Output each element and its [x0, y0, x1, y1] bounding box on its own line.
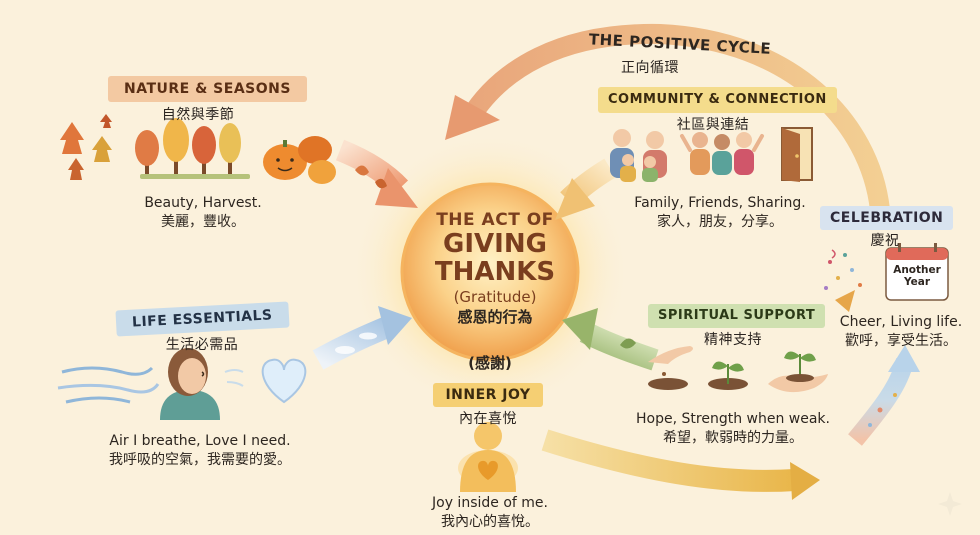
life-banner: LIFE ESSENTIALS 生活必需品 — [112, 301, 292, 354]
celebration-caption-zh: 歡呼，享受生活。 — [845, 333, 957, 349]
positive-cycle-zh: 正向循環 — [621, 60, 679, 76]
sun-circle — [400, 182, 580, 362]
community-arrowhead — [555, 178, 595, 220]
positive-cycle-banner: THE POSITIVE CYCLE 正向循環 — [570, 30, 790, 77]
center-line3: THANKS — [434, 257, 556, 287]
joy-arrow — [541, 429, 796, 492]
joy-caption: Joy inside of me. 我內心的喜悅。 — [410, 494, 570, 532]
trees-icon — [135, 118, 250, 179]
center-line1: THE ACT OF — [436, 210, 554, 230]
positive-cycle-arrow — [460, 23, 890, 220]
positive-cycle-arrowhead — [445, 95, 500, 140]
glowing-figure-icon — [458, 422, 518, 492]
life-caption-en: Air I breathe, Love I need. — [109, 433, 291, 449]
community-banner: COMMUNITY & CONNECTION 社區與連結 — [598, 87, 837, 134]
life-caption-zh: 我呼吸的空氣，我需要的愛。 — [109, 452, 291, 468]
center-line2: GIVING — [443, 229, 547, 259]
community-caption-en: Family, Friends, Sharing. — [634, 195, 806, 211]
sprouts-icon — [708, 351, 816, 390]
breathing-woman-icon — [160, 348, 244, 420]
life-arrowhead — [378, 306, 412, 345]
celebration-zh: 慶祝 — [870, 233, 900, 249]
sparkle-icon — [938, 492, 962, 516]
autumn-leaves-icon — [60, 114, 112, 180]
celebration-caption-en: Cheer, Living life. — [839, 314, 963, 330]
celebration-banner: CELEBRATION 慶祝 — [820, 206, 954, 250]
life-title: LIFE ESSENTIALS — [115, 301, 289, 337]
celebration-caption: Cheer, Living life. 歡呼，享受生活。 — [826, 313, 976, 351]
nature-caption-zh: 美麗，豐收。 — [161, 214, 245, 230]
joy-zh: 內在喜悅 — [459, 411, 517, 427]
calendar-text: Another Year — [886, 264, 948, 288]
nature-arrowhead — [375, 168, 418, 208]
breeze-icon — [57, 366, 160, 404]
community-zh: 社區與連結 — [676, 117, 750, 133]
joy-caption-zh: 我內心的喜悅。 — [441, 514, 539, 530]
celebration-arrowhead — [888, 345, 920, 372]
spiritual-caption: Hope, Strength when weak. 希望，軟弱時的力量。 — [628, 410, 838, 448]
spiritual-zh: 精神支持 — [704, 332, 762, 348]
pumpkins-icon — [263, 136, 336, 184]
joy-arrowhead — [790, 462, 820, 500]
family-icon — [610, 129, 764, 182]
seedling-hand-icon — [648, 346, 693, 390]
center-text: THE ACT OF GIVING THANKS (Gratitude) 感恩的… — [410, 210, 580, 327]
center-zh2: (感謝) — [468, 354, 512, 372]
center-zh1: 感恩的行為 — [457, 308, 533, 326]
spiritual-caption-en: Hope, Strength when weak. — [636, 411, 830, 427]
community-title: COMMUNITY & CONNECTION — [598, 87, 837, 113]
calendar-line1: Another — [893, 264, 941, 276]
door-icon — [781, 127, 813, 182]
nature-zh: 自然與季節 — [161, 107, 235, 123]
nature-caption: Beauty, Harvest. 美麗，豐收。 — [118, 194, 288, 232]
nature-banner: NATURE & SEASONS 自然與季節 — [108, 76, 307, 124]
cupped-hands-icon — [768, 374, 828, 393]
spiritual-caption-zh: 希望，軟弱時的力量。 — [663, 430, 803, 446]
center-line4: (Gratitude) — [453, 288, 537, 306]
heart-icon — [261, 358, 307, 404]
spiritual-banner: SPIRITUAL SUPPORT 精神支持 — [648, 304, 826, 349]
calendar-icon — [885, 243, 949, 301]
joy-title: INNER JOY — [433, 383, 543, 407]
spiritual-arrowhead — [562, 308, 598, 350]
calendar-line2: Year — [903, 276, 931, 288]
nature-caption-en: Beauty, Harvest. — [144, 195, 262, 211]
life-zh: 生活必需品 — [165, 337, 239, 353]
community-caption-zh: 家人，朋友，分享。 — [657, 214, 783, 230]
joy-caption-en: Joy inside of me. — [432, 495, 548, 511]
spiritual-title: SPIRITUAL SUPPORT — [648, 304, 826, 328]
celebration-title: CELEBRATION — [820, 206, 954, 230]
life-caption: Air I breathe, Love I need. 我呼吸的空氣，我需要的愛… — [90, 432, 310, 470]
community-caption: Family, Friends, Sharing. 家人，朋友，分享。 — [620, 194, 820, 232]
joy-banner: INNER JOY 內在喜悅 — [418, 383, 558, 428]
confetti-icon — [824, 249, 862, 312]
nature-title: NATURE & SEASONS — [108, 76, 307, 102]
